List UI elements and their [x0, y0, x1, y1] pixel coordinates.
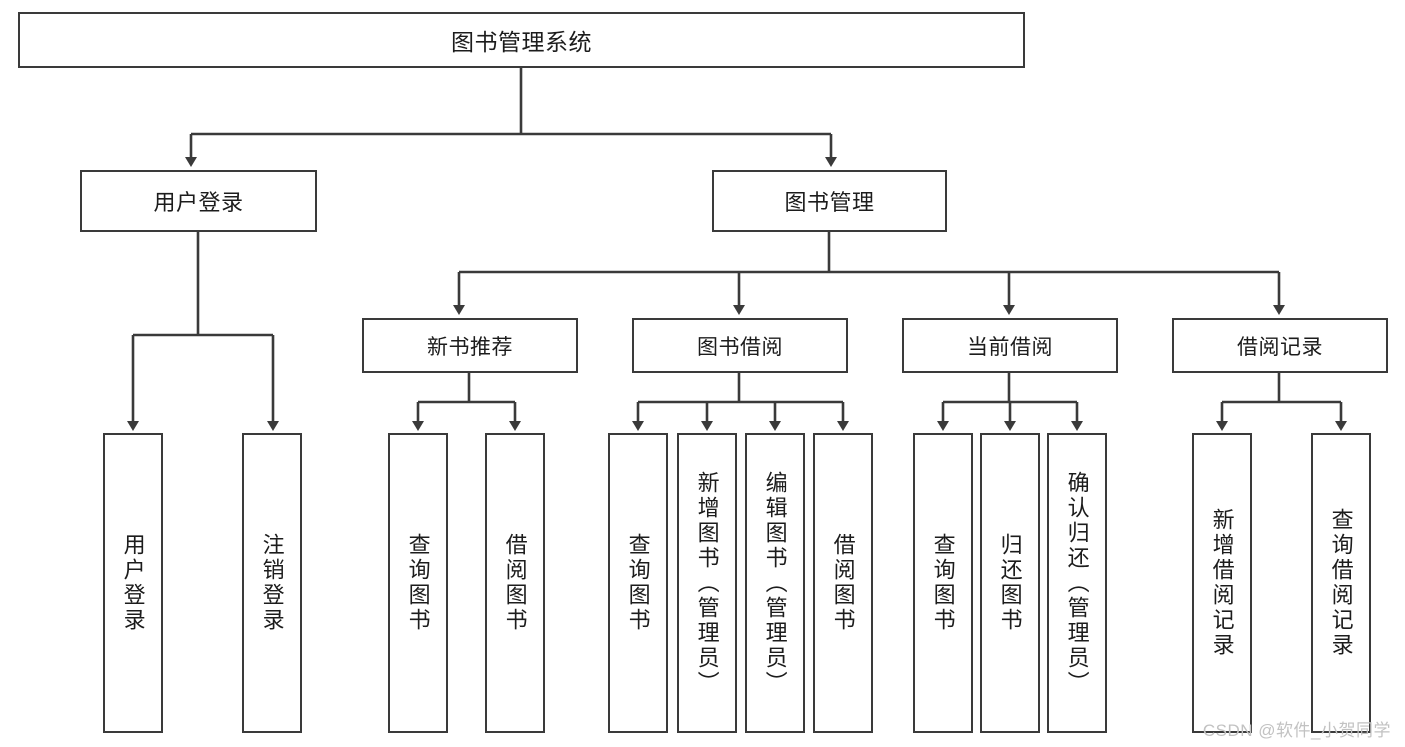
- leaf-new-book-borrow-label: 借阅图书: [502, 533, 528, 633]
- leaf-current-borrow-confirm-return[interactable]: 确认归还（管理员）: [1047, 433, 1107, 733]
- leaf-borrow-record-query-label: 查询借阅记录: [1328, 508, 1354, 658]
- leaf-book-borrow-edit[interactable]: 编辑图书（管理员）: [745, 433, 805, 733]
- node-user-login[interactable]: 用户登录: [80, 170, 317, 232]
- leaf-book-borrow-add[interactable]: 新增图书（管理员）: [677, 433, 737, 733]
- leaf-new-book-query-label: 查询图书: [405, 533, 431, 633]
- leaf-book-borrow-lend[interactable]: 借阅图书: [813, 433, 873, 733]
- leaf-current-borrow-return-label: 归还图书: [997, 533, 1023, 633]
- leaf-current-borrow-return[interactable]: 归还图书: [980, 433, 1040, 733]
- leaf-borrow-record-query[interactable]: 查询借阅记录: [1311, 433, 1371, 733]
- leaf-book-borrow-edit-label: 编辑图书（管理员）: [762, 470, 788, 696]
- leaf-user-login-signin-label: 用户登录: [120, 533, 146, 633]
- leaf-new-book-borrow[interactable]: 借阅图书: [485, 433, 545, 733]
- leaf-new-book-query[interactable]: 查询图书: [388, 433, 448, 733]
- leaf-book-borrow-lend-label: 借阅图书: [830, 533, 856, 633]
- node-new-book-recommend-label: 新书推荐: [427, 335, 513, 359]
- leaf-current-borrow-query-label: 查询图书: [930, 533, 956, 633]
- node-book-borrow[interactable]: 图书借阅: [632, 318, 848, 373]
- node-book-management-label: 图书管理: [784, 190, 875, 215]
- node-current-borrow-label: 当前借阅: [967, 335, 1053, 359]
- node-borrow-record[interactable]: 借阅记录: [1172, 318, 1388, 373]
- leaf-user-login-signout[interactable]: 注销登录: [242, 433, 302, 733]
- node-new-book-recommend[interactable]: 新书推荐: [362, 318, 578, 373]
- node-book-management[interactable]: 图书管理: [712, 170, 947, 232]
- csdn-watermark: CSDN @软件_小贺同学: [1202, 721, 1391, 740]
- leaf-book-borrow-query[interactable]: 查询图书: [608, 433, 668, 733]
- node-book-borrow-label: 图书借阅: [697, 335, 783, 359]
- leaf-user-login-signout-label: 注销登录: [259, 533, 285, 633]
- leaf-book-borrow-add-label: 新增图书（管理员）: [694, 470, 720, 696]
- leaf-book-borrow-query-label: 查询图书: [625, 533, 651, 633]
- leaf-current-borrow-confirm-return-label: 确认归还（管理员）: [1064, 470, 1090, 696]
- node-borrow-record-label: 借阅记录: [1237, 335, 1323, 359]
- leaf-borrow-record-add-label: 新增借阅记录: [1209, 508, 1235, 658]
- node-current-borrow[interactable]: 当前借阅: [902, 318, 1118, 373]
- node-root-book-management-system[interactable]: 图书管理系统: [18, 12, 1025, 68]
- leaf-current-borrow-query[interactable]: 查询图书: [913, 433, 973, 733]
- node-user-login-label: 用户登录: [153, 190, 244, 215]
- leaf-user-login-signin[interactable]: 用户登录: [103, 433, 163, 733]
- leaf-borrow-record-add[interactable]: 新增借阅记录: [1192, 433, 1252, 733]
- node-root-label: 图书管理系统: [451, 29, 592, 55]
